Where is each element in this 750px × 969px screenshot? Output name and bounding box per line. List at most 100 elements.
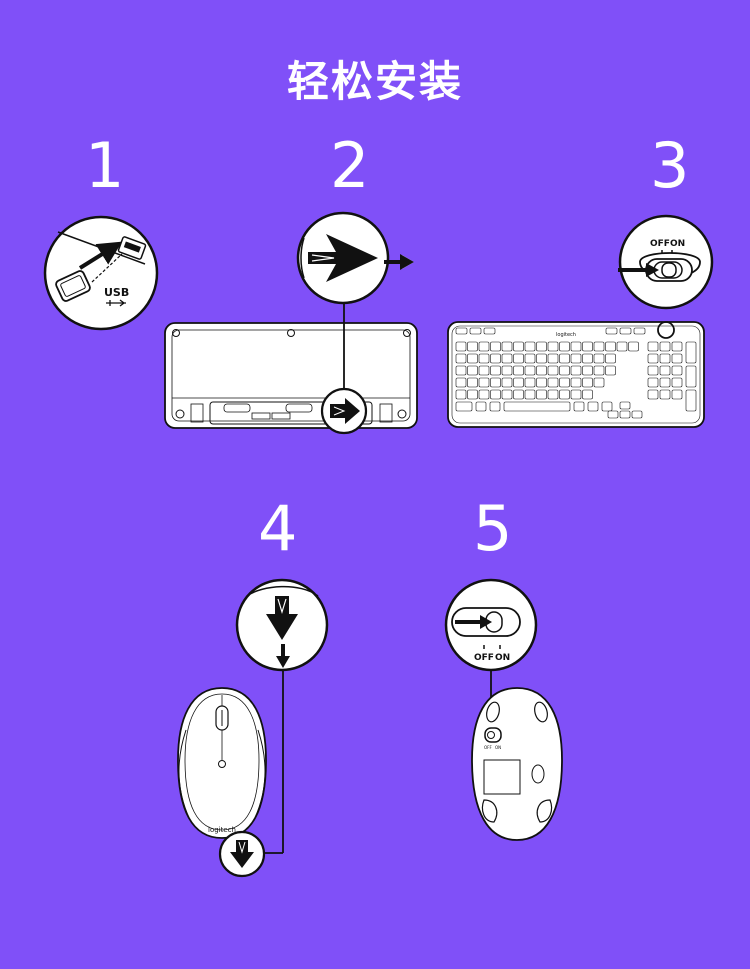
keyboard-key — [490, 365, 501, 376]
keyboard-key — [659, 353, 671, 364]
mouse-bottom-off-label: OFF — [484, 745, 492, 750]
keyboard-key — [501, 377, 513, 388]
keyboard-key — [671, 365, 683, 376]
keyboard-key — [659, 377, 671, 388]
keyboard-brand-label: logitech — [556, 332, 576, 338]
keyboard-key — [659, 389, 671, 400]
keyboard-key — [647, 365, 659, 376]
keyboard-key — [475, 401, 487, 412]
keyboard-key — [501, 341, 513, 352]
keyboard-key — [490, 389, 501, 400]
keyboard-key — [570, 353, 582, 364]
keyboard-key — [467, 365, 478, 376]
keyboard-key — [605, 353, 616, 364]
keyboard-key — [478, 365, 490, 376]
keyboard-key — [547, 365, 559, 376]
step-number-2: 2 — [330, 129, 370, 202]
mouse-on-label: ON — [495, 653, 510, 663]
keyboard-key — [685, 341, 697, 364]
keyboard-key — [547, 353, 559, 364]
keyboard-key — [582, 353, 593, 364]
keyboard-key — [573, 401, 585, 412]
keyboard-key — [659, 341, 671, 352]
keyboard-key — [513, 377, 524, 388]
keyboard-on-label: ON — [670, 239, 685, 249]
keyboard-key — [628, 341, 639, 352]
keyboard-key — [607, 410, 619, 419]
keyboard-key — [455, 353, 467, 364]
keyboard-key — [631, 410, 643, 419]
keyboard-key — [524, 389, 536, 400]
step2-keyboard-bottom-illustration — [164, 211, 418, 435]
keyboard-key — [582, 365, 593, 376]
keyboard-key — [605, 341, 616, 352]
keyboard-key — [671, 389, 683, 400]
keyboard-key — [582, 341, 593, 352]
step4-mouse-top-illustration: logitech — [177, 578, 329, 878]
keyboard-key — [593, 365, 605, 376]
keyboard-key — [619, 410, 631, 419]
keyboard-key — [647, 341, 659, 352]
keyboard-key — [547, 377, 559, 388]
keyboard-key — [633, 327, 646, 335]
keyboard-key — [478, 389, 490, 400]
keyboard-key — [513, 341, 524, 352]
keyboard-key — [605, 327, 618, 335]
keyboard-key — [570, 389, 582, 400]
keyboard-key — [547, 341, 559, 352]
keyboard-key — [467, 353, 478, 364]
keyboard-key — [647, 353, 659, 364]
usb-label: USB — [104, 286, 129, 299]
keyboard-key — [559, 365, 570, 376]
step-number-1: 1 — [85, 129, 125, 202]
keyboard-key — [501, 389, 513, 400]
keyboard-key — [501, 365, 513, 376]
keyboard-key — [490, 377, 501, 388]
keyboard-key — [570, 377, 582, 388]
keyboard-key — [605, 365, 616, 376]
keyboard-key — [570, 365, 582, 376]
keyboard-key — [490, 341, 501, 352]
keyboard-key — [647, 389, 659, 400]
keyboard-key — [478, 377, 490, 388]
keyboard-key — [671, 341, 683, 352]
step-number-3: 3 — [650, 129, 690, 202]
keyboard-key — [582, 377, 593, 388]
keyboard-key — [536, 353, 547, 364]
keyboard-key — [478, 341, 490, 352]
keyboard-key — [524, 341, 536, 352]
keyboard-key — [524, 377, 536, 388]
keyboard-key — [685, 365, 697, 388]
keyboard-key — [570, 341, 582, 352]
keyboard-key — [524, 353, 536, 364]
keyboard-key — [685, 389, 697, 412]
keyboard-key — [559, 389, 570, 400]
keyboard-key — [467, 389, 478, 400]
step1-usb-receiver-illustration: USB — [43, 215, 159, 331]
keyboard-key — [582, 389, 593, 400]
keyboard-key — [559, 377, 570, 388]
mouse-brand-label: logitech — [208, 826, 236, 834]
keyboard-key — [455, 377, 467, 388]
step-number-5: 5 — [473, 492, 513, 565]
keyboard-key — [559, 353, 570, 364]
usb-icon — [106, 299, 126, 307]
keyboard-key — [547, 389, 559, 400]
keyboard-key — [469, 327, 482, 335]
mouse-off-label: OFF — [474, 653, 494, 663]
keyboard-key — [467, 377, 478, 388]
keyboard-key — [536, 365, 547, 376]
keyboard-key — [593, 341, 605, 352]
keyboard-key — [455, 389, 467, 400]
keyboard-key — [671, 353, 683, 364]
keyboard-key — [593, 353, 605, 364]
keyboard-key — [659, 365, 671, 376]
mouse-bottom-on-label: ON — [495, 745, 501, 750]
step3-keyboard-power-illustration: logitech OFF ON — [447, 214, 714, 428]
keyboard-key — [619, 327, 632, 335]
keyboard-off-label: OFF — [650, 239, 670, 249]
keyboard-key — [587, 401, 599, 412]
keyboard-key — [524, 365, 536, 376]
keyboard-keys — [455, 327, 697, 419]
step-number-4: 4 — [258, 492, 298, 565]
